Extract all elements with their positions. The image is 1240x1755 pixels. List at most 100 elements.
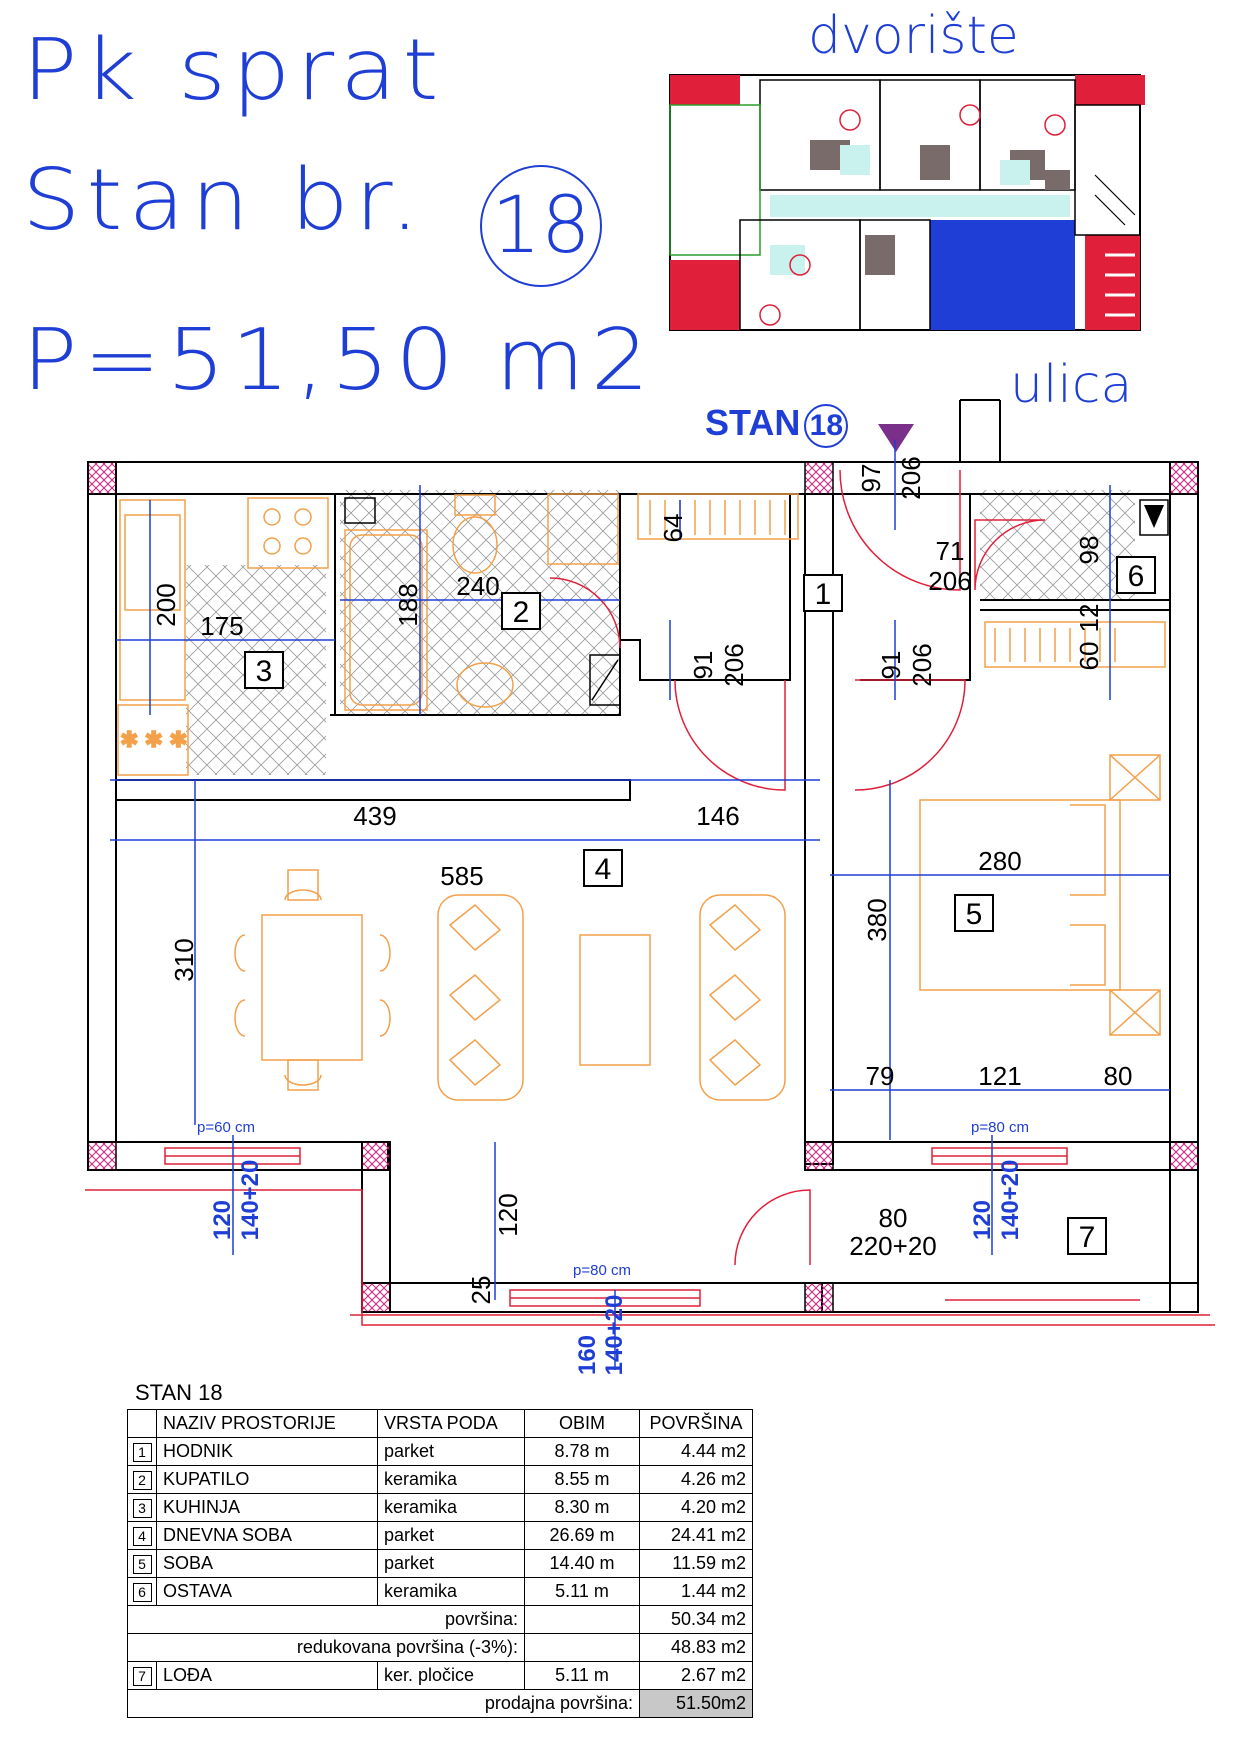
window-sill-60: p=60 cm [197,1119,255,1136]
dim-97: 97 [856,464,886,493]
table-title: STAN 18 [135,1380,223,1405]
area: 4.20 m2 [639,1493,753,1522]
dim-206-left: 206 [719,643,749,686]
floor-plan: ✱ ✱ ✱ [85,399,1215,1376]
dim-146: 146 [696,801,739,831]
dim-door-80: 80 [879,1203,908,1233]
dim-71: 71 [936,536,965,566]
row-number: 1 [132,1443,152,1462]
area: 2.67 m2 [639,1661,753,1690]
window-height-140-bottom: 140+20 [601,1295,628,1376]
dim-240: 240 [456,571,499,601]
loggia-row: 7 LOĐA ker. pločice 5.11 m 2.67 m2 [127,1661,753,1690]
perimeter: 8.55 m [524,1465,640,1494]
dim-120-loggia: 120 [493,1193,523,1236]
room-name: LOĐA [156,1661,378,1690]
window-height-140-right: 140+20 [997,1160,1024,1241]
table-row: 6 OSTAVA keramika 5.11 m 1.44 m2 [127,1577,753,1606]
header-floor-type: VRSTA PODA [377,1409,525,1438]
area: 11.59 m2 [639,1549,753,1578]
dim-60: 60 [1074,642,1104,671]
room-name: HODNIK [156,1437,378,1466]
dim-door-220: 220+20 [849,1231,936,1261]
row-number: 5 [132,1555,152,1574]
svg-text:✱ ✱ ✱: ✱ ✱ ✱ [120,727,188,752]
room-marker-5: 5 [966,898,983,931]
room-marker-4: 4 [595,853,612,886]
window-sill-80-right: p=80 cm [971,1119,1029,1136]
window-sill-80-bottom: p=80 cm [573,1262,631,1279]
entrance-number-circle: 18 [804,404,849,448]
street-label: ulica [1010,355,1133,415]
room-name: KUHINJA [156,1493,378,1522]
window-height-160-bottom: 160 [574,1335,601,1375]
total-row: prodajna površina: 51.50m2 [127,1689,753,1718]
area: 4.26 m2 [639,1465,753,1494]
table-row: 3 KUHINJA keramika 8.30 m 4.20 m2 [127,1493,753,1522]
dim-310: 310 [169,938,199,981]
courtyard-label: dvorište [808,6,1019,66]
window-height-120-right: 120 [969,1200,996,1240]
reduced-area-value: 48.83 m2 [639,1633,753,1662]
row-number: 2 [132,1471,152,1490]
header-room-name: NAZIV PROSTORIJE [156,1409,378,1438]
table-row: 1 HODNIK parket 8.78 m 4.44 m2 [127,1437,753,1466]
area: 24.41 m2 [639,1521,753,1550]
dim-206-right: 206 [907,643,937,686]
dim-206-entrance: 206 [896,456,926,499]
row-number: 6 [132,1583,152,1602]
dim-439: 439 [353,801,396,831]
row-number: 4 [132,1527,152,1546]
room-marker-6: 6 [1128,560,1145,593]
dim-188: 188 [393,583,423,626]
room-marker-2: 2 [513,596,530,629]
floor-type: parket [377,1437,525,1466]
dim-206-door: 206 [928,566,971,596]
area: 4.44 m2 [639,1437,753,1466]
total-label: prodajna površina: [127,1689,640,1718]
floor-type: keramika [377,1465,525,1494]
dim-98: 98 [1074,536,1104,565]
room-name: DNEVNA SOBA [156,1521,378,1550]
subtotal-value: 50.34 m2 [639,1605,753,1634]
floor-type: keramika [377,1493,525,1522]
site-key-plan [669,74,1145,331]
reduced-area-label: redukovana površina (-3%): [127,1633,525,1662]
window-height-140-left: 140+20 [237,1160,264,1241]
perimeter: 14.40 m [524,1549,640,1578]
table-row: 5 SOBA parket 14.40 m 11.59 m2 [127,1549,753,1578]
perimeter: 8.30 m [524,1493,640,1522]
area: 1.44 m2 [639,1577,753,1606]
area-title: P=51,50 m2 [22,310,656,410]
reduced-area-row: redukovana površina (-3%): 48.83 m2 [127,1633,753,1662]
window-height-120-left: 120 [209,1200,236,1240]
perimeter: 5.11 m [524,1661,640,1690]
dim-91-right: 91 [876,651,906,680]
perimeter: 26.69 m [524,1521,640,1550]
subtotal-row: površina: 50.34 m2 [127,1605,753,1634]
dim-80: 80 [1104,1061,1133,1091]
room-marker-7: 7 [1079,1221,1096,1254]
header-area: POVRŠINA [639,1409,753,1438]
room-area-table: NAZIV PROSTORIJE VRSTA PODA OBIM POVRŠIN… [127,1409,753,1718]
dim-25: 25 [466,1276,496,1305]
row-number: 7 [132,1667,152,1686]
floor-type: keramika [377,1577,525,1606]
room-marker-1: 1 [815,578,832,611]
total-value: 51.50m2 [639,1689,753,1718]
dim-380: 380 [862,898,892,941]
apartment-label: Stan br. [22,150,426,250]
room-name: OSTAVA [156,1577,378,1606]
perimeter: 8.78 m [524,1437,640,1466]
floor-type: parket [377,1549,525,1578]
dim-200: 200 [151,583,181,626]
floor-title: Pk sprat [22,20,445,120]
table-row: 4 DNEVNA SOBA parket 26.69 m 24.41 m2 [127,1521,753,1550]
perimeter: 5.11 m [524,1577,640,1606]
table-row: 2 KUPATILO keramika 8.55 m 4.26 m2 [127,1465,753,1494]
entrance-marker-icon [878,424,914,452]
dim-121: 121 [978,1061,1021,1091]
dim-79: 79 [866,1061,895,1091]
dim-64: 64 [658,514,688,543]
